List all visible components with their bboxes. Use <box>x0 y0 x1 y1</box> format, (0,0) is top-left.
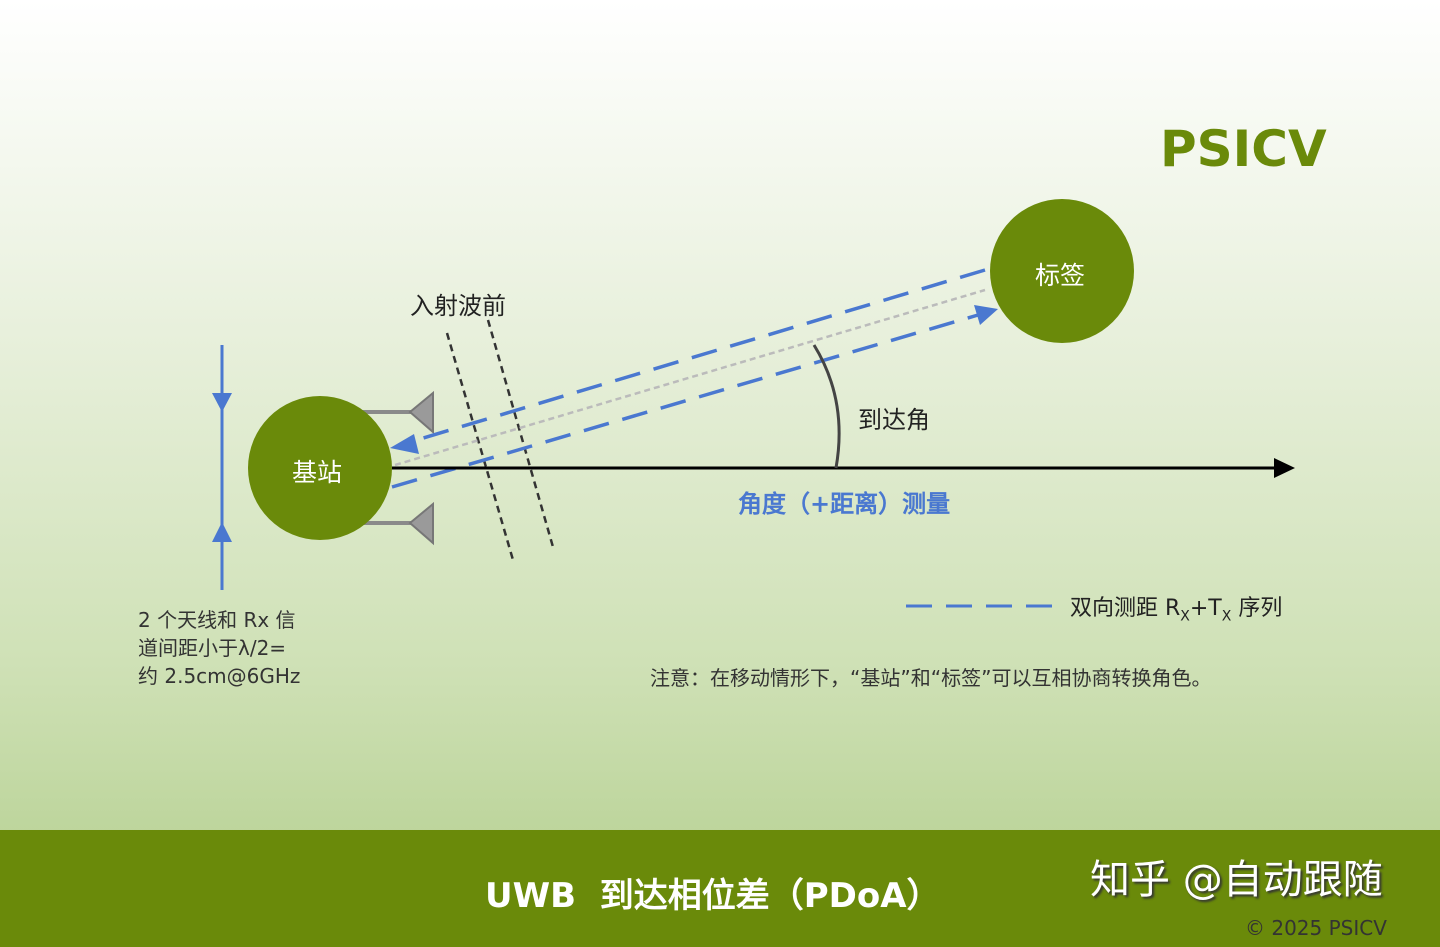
legend-label: 双向测距 RX+TX 序列 <box>1070 596 1283 625</box>
antenna-top <box>360 390 434 435</box>
axis-arrow-icon <box>1274 458 1295 478</box>
antenna-note: 2 个天线和 Rx 信 道间距小于λ/2= 约 2.5cm@6GHz <box>138 608 301 688</box>
angle-arc <box>812 344 841 469</box>
arrow-down-icon <box>212 393 232 412</box>
footer-title: UWB 到达相位差（PDoA） <box>485 876 941 916</box>
tx-dashed-line <box>391 313 979 489</box>
measure-label: 角度（+距离）测量 <box>738 490 951 518</box>
antenna-bottom <box>360 501 434 546</box>
center-line <box>394 288 986 467</box>
arrow-up-icon <box>212 522 232 542</box>
wavefront-line <box>486 319 555 548</box>
watermark: 知乎 @自动跟随 <box>1090 857 1383 903</box>
brand-logo: PSICV <box>1160 120 1327 178</box>
footer-band: UWB 到达相位差（PDoA） 知乎 @自动跟随 © 2025 PSICV <box>0 830 1440 947</box>
tag-label: 标签 <box>1035 261 1086 290</box>
base-station-node <box>248 396 392 540</box>
angle-label: 到达角 <box>858 406 930 434</box>
base-station-label: 基站 <box>292 458 343 487</box>
wavefront-label: 入射波前 <box>410 292 506 320</box>
arrow-right-icon <box>974 305 998 325</box>
wavefront-line <box>445 332 515 561</box>
note-text: 注意：在移动情形下，“基站”和“标签”可以互相协商转换角色。 <box>650 666 1212 690</box>
arrow-left-icon <box>390 434 419 454</box>
copyright: © 2025 PSICV <box>1245 916 1387 940</box>
tag-node <box>990 199 1134 343</box>
rx-dashed-line <box>409 268 986 444</box>
